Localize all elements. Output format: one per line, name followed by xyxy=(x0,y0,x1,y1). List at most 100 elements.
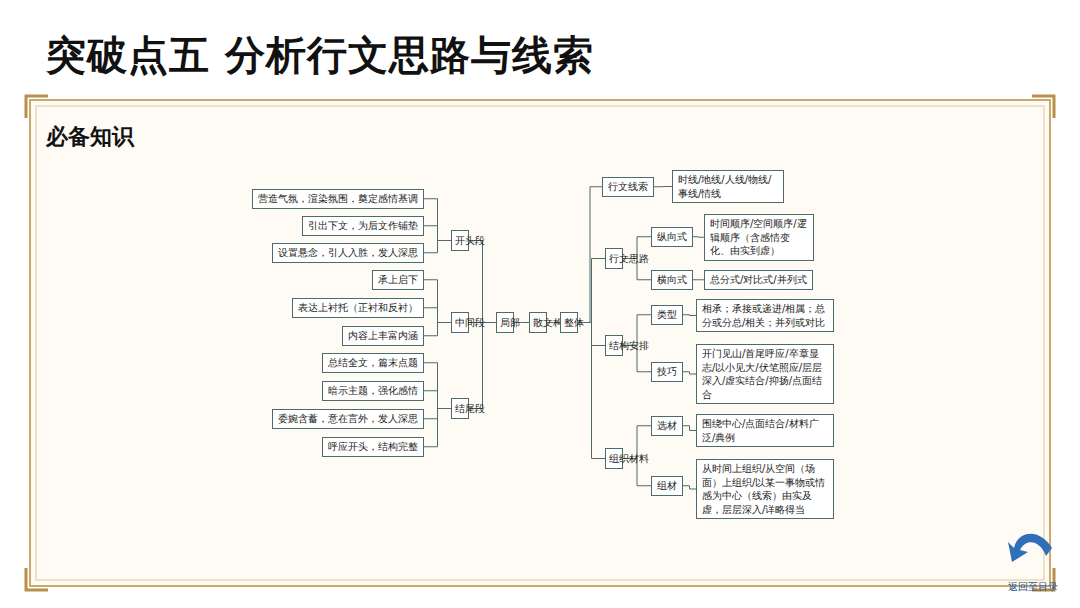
node-text: 整体 xyxy=(564,317,574,328)
connector-line xyxy=(424,323,451,336)
connector-line xyxy=(693,279,704,280)
content-box: 时线/地线/人线/物线/事线/情线 xyxy=(672,170,784,203)
back-arrow-icon xyxy=(1008,534,1052,562)
content-box: 从时间上组织/从空间（场面）上组织/以某一事物或情感为中心（线索）由实及虚，层层… xyxy=(696,459,834,519)
connector-line xyxy=(424,409,451,447)
branch-box: 类型 xyxy=(651,305,683,325)
connector-line xyxy=(623,459,651,486)
vertical-branch-box: 局部 xyxy=(496,312,514,333)
connector-line xyxy=(578,323,605,459)
connector-line xyxy=(683,372,696,374)
node-text: 引出下文，为后文作铺垫 xyxy=(308,219,418,233)
node-text: 横向式 xyxy=(657,273,687,287)
panel-ground xyxy=(30,100,1050,586)
connector-line xyxy=(424,280,451,323)
vertical-branch-box: 整体 xyxy=(560,312,578,333)
corner-ornament xyxy=(26,96,1054,590)
node-text: 围绕中心/点面结合/材料广泛/典例 xyxy=(702,417,828,444)
node-text: 组材 xyxy=(657,479,677,493)
branch-box: 承上启下 xyxy=(372,270,424,290)
node-text: 纵向式 xyxy=(657,230,687,244)
connector-line xyxy=(547,322,560,323)
node-text: 中间段 xyxy=(455,317,465,328)
content-box: 围绕中心/点面结合/材料广泛/典例 xyxy=(696,414,834,447)
connector-line xyxy=(683,314,696,316)
branch-box: 委婉含蓄，意在言外，发人深思 xyxy=(272,409,424,429)
vertical-branch-box: 开头段 xyxy=(451,230,469,251)
section-heading: 必备知识 xyxy=(46,122,134,152)
connector-line xyxy=(514,322,529,323)
back-link-label: 返回至目录 xyxy=(1008,580,1058,594)
connector-line xyxy=(623,315,651,346)
connector-line xyxy=(424,199,451,241)
vertical-branch-box: 散文构思 xyxy=(529,312,547,333)
node-text: 开头段 xyxy=(455,235,465,246)
branch-box: 行文线索 xyxy=(602,177,654,197)
branch-box: 呼应开头，结构完整 xyxy=(322,437,424,457)
node-text: 内容上丰富内涵 xyxy=(348,329,418,343)
connector-line xyxy=(654,186,672,187)
branch-box: 内容上丰富内涵 xyxy=(342,326,424,346)
branch-box: 横向式 xyxy=(651,270,693,290)
branch-box: 引出下文，为后文作铺垫 xyxy=(302,216,424,236)
node-text: 相承；承接或递进/相属；总分或分总/相关；并列或对比 xyxy=(702,302,828,329)
node-text: 暗示主题，强化感情 xyxy=(328,384,418,398)
connector-line xyxy=(469,241,496,323)
connector-line xyxy=(693,236,704,238)
node-text: 局部 xyxy=(500,317,510,328)
connector-line xyxy=(578,259,605,323)
node-text: 设置悬念，引人入胜，发人深思 xyxy=(278,246,418,260)
content-box: 时间顺序/空间顺序/逻辑顺序（含感情变化、由实到虚） xyxy=(704,214,814,261)
node-text: 表达上衬托（正衬和反衬） xyxy=(298,301,418,315)
node-text: 开门见山/首尾呼应/卒章显志/以小见大/伏笔照应/层层深入/虚实结合/抑扬/点面… xyxy=(702,347,828,401)
node-text: 技巧 xyxy=(657,365,677,379)
node-text: 营造气氛，渲染氛围，奠定感情基调 xyxy=(258,192,418,206)
vertical-branch-box: 组织材料 xyxy=(605,448,623,469)
branch-box: 组材 xyxy=(651,476,683,496)
branch-box: 暗示主题，强化感情 xyxy=(322,381,424,401)
node-text: 行文线索 xyxy=(608,180,648,194)
connector-line xyxy=(424,363,451,409)
connector-line xyxy=(683,426,696,431)
node-text: 委婉含蓄，意在言外，发人深思 xyxy=(278,412,418,426)
connector-line xyxy=(623,426,651,459)
branch-box: 表达上衬托（正衬和反衬） xyxy=(292,298,424,318)
branch-box: 总分式/对比式/并列式 xyxy=(704,270,813,290)
connector-line xyxy=(683,486,696,489)
content-box: 开门见山/首尾呼应/卒章显志/以小见大/伏笔照应/层层深入/虚实结合/抑扬/点面… xyxy=(696,344,834,404)
node-text: 散文构思 xyxy=(533,317,543,328)
connector-line xyxy=(623,237,651,259)
connector-line xyxy=(578,187,602,323)
node-text: 时间顺序/空间顺序/逻辑顺序（含感情变化、由实到虚） xyxy=(710,217,808,258)
node-text: 行文思路 xyxy=(609,253,619,264)
branch-box: 总结全文，篇末点题 xyxy=(322,353,424,373)
connector-line xyxy=(623,259,651,280)
vertical-branch-box: 结尾段 xyxy=(451,398,469,419)
node-text: 结尾段 xyxy=(455,403,465,414)
node-text: 呼应开头，结构完整 xyxy=(328,440,418,454)
branch-box: 营造气氛，渲染氛围，奠定感情基调 xyxy=(252,189,424,209)
node-text: 选材 xyxy=(657,419,677,433)
node-text: 从时间上组织/从空间（场面）上组织/以某一事物或情感为中心（线索）由实及虚，层层… xyxy=(702,462,828,516)
vertical-branch-box: 行文思路 xyxy=(605,248,623,269)
vertical-branch-box: 中间段 xyxy=(451,312,469,333)
node-text: 总结全文，篇末点题 xyxy=(328,356,418,370)
node-text: 总分式/对比式/并列式 xyxy=(710,273,807,287)
branch-box: 选材 xyxy=(651,416,683,436)
branch-box: 技巧 xyxy=(651,362,683,382)
connector-line xyxy=(424,391,451,409)
page-title: 突破点五 分析行文思路与线索 xyxy=(46,28,594,83)
node-text: 类型 xyxy=(657,308,677,322)
node-text: 时线/地线/人线/物线/事线/情线 xyxy=(678,173,778,200)
panel-inner-line xyxy=(36,106,1044,580)
connector-line xyxy=(424,241,451,253)
node-text: 组织材料 xyxy=(609,453,619,464)
node-text: 承上启下 xyxy=(378,273,418,287)
branch-box: 设置悬念，引人入胜，发人深思 xyxy=(272,243,424,263)
connector-line xyxy=(469,323,496,409)
connector-line xyxy=(623,346,651,372)
connector-line xyxy=(424,308,451,323)
vertical-branch-box: 结构安排 xyxy=(605,335,623,356)
